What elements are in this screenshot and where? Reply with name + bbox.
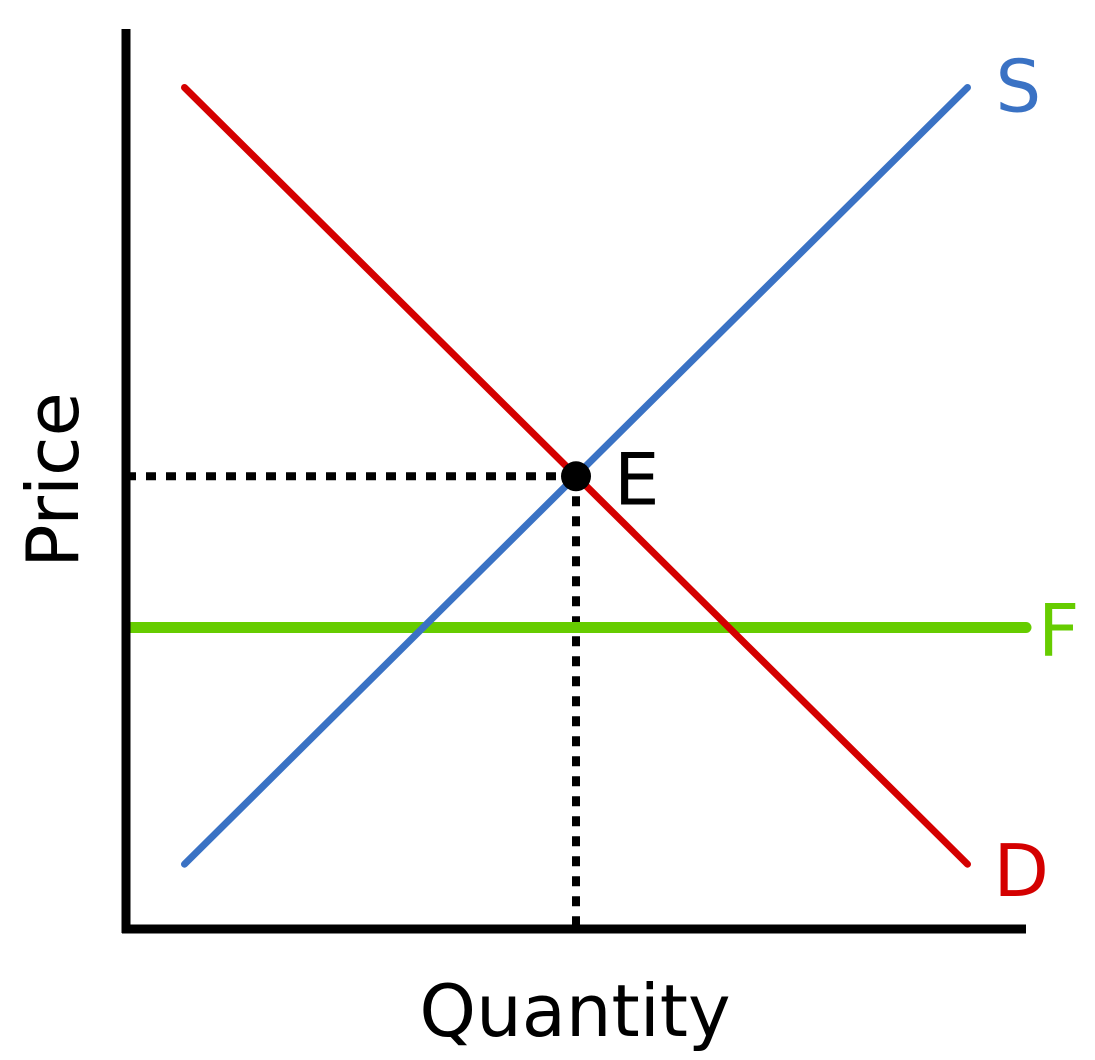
plot-area: S D F E — [121, 29, 1079, 934]
labels: S D F E — [614, 45, 1079, 914]
equilibrium-label: E — [614, 437, 660, 521]
series-label-f: F — [1038, 589, 1079, 673]
y-axis-title: Price — [11, 392, 95, 568]
x-axis-title: Quantity — [419, 969, 730, 1053]
series-label-d: D — [994, 829, 1049, 913]
equilibrium-point — [561, 461, 591, 492]
series-label-s: S — [996, 45, 1042, 129]
axes — [121, 29, 1026, 934]
points — [561, 461, 591, 492]
equilibrium-guides — [126, 472, 580, 929]
